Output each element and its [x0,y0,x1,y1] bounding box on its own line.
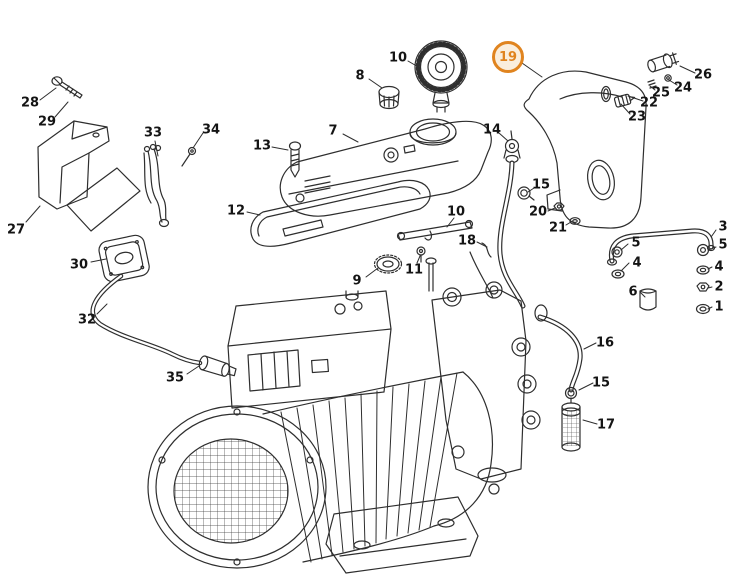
part-callout[interactable]: 34 [201,122,221,138]
screw-part [51,76,83,99]
part-callout[interactable]: 12 [226,203,246,219]
screw-11-part [416,246,426,263]
pump-part [425,251,548,495]
part-callout[interactable]: 32 [77,312,97,328]
part-callout[interactable]: 4 [632,255,642,271]
part-callout[interactable]: 24 [673,80,693,96]
plate-part [98,234,150,283]
part-callout[interactable]: 21 [548,220,568,236]
part-callout[interactable]: 1 [714,299,724,315]
part-callout[interactable]: 7 [328,123,338,139]
part-callout[interactable]: 29 [37,114,57,130]
gauge-part [414,40,468,113]
part-callout[interactable]: 33 [143,125,163,141]
cover-shroud-part[interactable] [523,70,647,229]
part-callout[interactable]: 26 [693,67,713,83]
part-callout[interactable]: 14 [482,122,502,138]
cable-part [90,273,237,377]
wiring-harness-part [143,143,170,228]
part-callout[interactable]: 20 [528,204,548,220]
outlet-hose-part [537,314,583,452]
part-callout[interactable]: 23 [627,109,647,125]
bracket-part [37,120,110,210]
part-callout[interactable]: 10 [446,204,466,220]
part-callout[interactable]: 28 [20,95,40,111]
screw-13-part [288,141,302,178]
mounting-foot-part [325,496,479,574]
part-callout[interactable]: 11 [404,262,424,278]
part-callout[interactable]: 10 [388,50,408,66]
part-callout[interactable]: 27 [6,222,26,238]
motor-part [147,371,494,569]
part-callout[interactable]: 2 [714,279,724,295]
part-callout[interactable]: 8 [355,68,365,84]
fittings-cluster-part [600,52,680,108]
console-housing-part [279,118,492,217]
clamp-bar-part [396,219,492,258]
part-callout[interactable]: 30 [69,257,89,273]
part-callout-highlighted[interactable]: 19 [492,41,524,73]
part-callout[interactable]: 15 [591,375,611,391]
part-callout[interactable]: 35 [165,370,185,386]
terminal-part [181,146,197,167]
part-callout[interactable]: 4 [714,259,724,275]
part-callout[interactable]: 9 [352,273,362,289]
part-callout[interactable]: 5 [631,235,641,251]
inlet-fitting-part [497,130,526,309]
part-callout[interactable]: 13 [252,138,272,154]
washer-9-part [373,254,403,274]
part-callout[interactable]: 17 [596,417,616,433]
part-callout[interactable]: 18 [457,233,477,249]
part-callout[interactable]: 5 [718,237,728,253]
part-callout[interactable]: 16 [595,335,615,351]
cap-knob-part [378,85,400,110]
part-callout[interactable]: 15 [531,177,551,193]
lower-panel-part [250,179,431,247]
part-callout[interactable]: 3 [718,219,728,235]
part-callout[interactable]: 6 [628,284,638,300]
terminal-box-part [227,290,392,409]
part-callout[interactable]: 25 [651,85,671,101]
clamp-15-part [517,186,535,201]
gasket-part [66,167,141,232]
small-parts-stack [611,243,711,315]
drawing-strokes [25,40,717,574]
part-callout[interactable]: 22 [639,95,659,111]
